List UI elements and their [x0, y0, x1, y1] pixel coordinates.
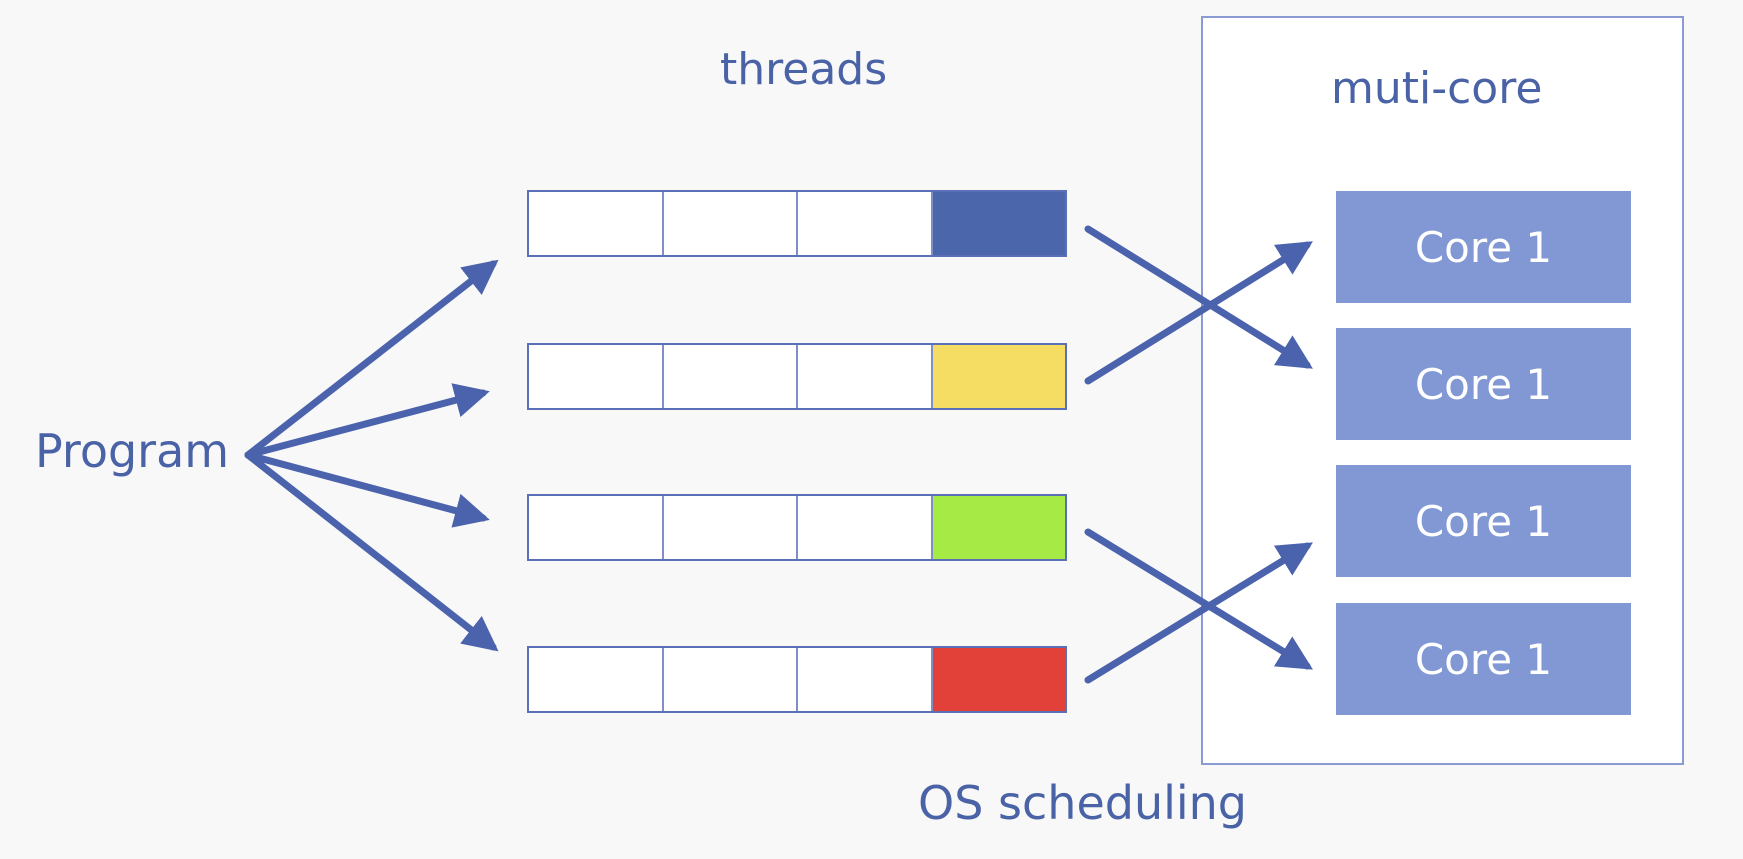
core-box-3: Core 1 [1336, 465, 1631, 577]
program-to-thread-3-arrow [244, 451, 490, 528]
thread-cell [529, 192, 664, 255]
thread-row-2 [527, 343, 1067, 410]
thread-row-3 [527, 494, 1067, 561]
thread-cell [664, 345, 798, 408]
thread-cell [664, 648, 798, 711]
thread-cell [798, 648, 933, 711]
thread-cell [664, 192, 798, 255]
program-to-thread-1-arrow [244, 259, 499, 459]
os-scheduling-label: OS scheduling [918, 776, 1248, 830]
thread-cell [529, 648, 664, 711]
thread-active-cell [932, 496, 1065, 559]
program-to-thread-2-arrow [244, 383, 490, 459]
thread-cell [798, 192, 933, 255]
core-box-2: Core 1 [1336, 328, 1631, 440]
thread-row-1 [527, 190, 1067, 257]
program-to-thread-4-arrow [244, 451, 499, 652]
thread-cell [529, 496, 664, 559]
thread-active-cell [932, 648, 1065, 711]
core-box-1: Core 1 [1336, 191, 1631, 303]
thread-cell [529, 345, 664, 408]
thread-cell [798, 496, 933, 559]
thread-cell [798, 345, 933, 408]
thread-cell [664, 496, 798, 559]
thread-active-cell [932, 345, 1065, 408]
core-box-4: Core 1 [1336, 603, 1631, 715]
multicore-label: muti-core [1331, 63, 1543, 114]
thread-row-4 [527, 646, 1067, 713]
threads-label: threads [720, 44, 888, 95]
program-label: Program [35, 424, 230, 478]
thread-active-cell [932, 192, 1065, 255]
